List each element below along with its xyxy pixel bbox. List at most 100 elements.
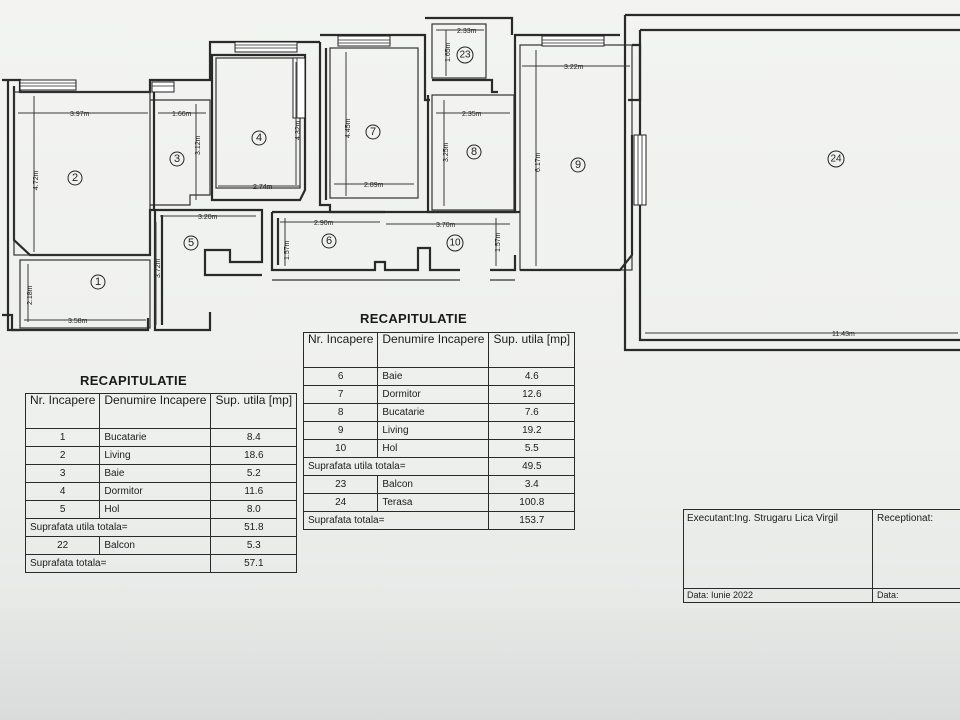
title-block: Executant:Ing. Strugaru Lica Virgil Rece…: [683, 509, 960, 603]
svg-text:2: 2: [72, 172, 78, 184]
cell-nr: 9: [302, 421, 379, 440]
cell-denumire: Bucatarie: [377, 403, 490, 422]
title-block-left: [684, 510, 873, 602]
cell-denumire: Bucatarie: [99, 428, 212, 447]
cell-denumire: Dormitor: [99, 482, 212, 501]
table-row: 2 Living 18.6: [24, 446, 298, 465]
table-row: 5 Hol 8.0: [24, 500, 298, 519]
room-8-label: 8: [466, 144, 482, 160]
room-23-label: 23: [456, 46, 474, 64]
svg-text:9: 9: [575, 159, 581, 171]
cell-denumire: Dormitor: [377, 385, 490, 404]
dim-label: 1.57m: [284, 240, 291, 260]
room-4-label: 4: [251, 130, 267, 146]
room-10-label: 10: [446, 234, 464, 252]
svg-text:3: 3: [174, 153, 180, 165]
cell-denumire: Baie: [99, 464, 212, 483]
table-row: 6 Baie 4.6: [302, 367, 576, 386]
header-denumire: Denumire Incapere: [377, 332, 490, 368]
dim-label: 11.43m: [832, 331, 855, 338]
svg-text:10: 10: [449, 238, 461, 249]
svg-text:7: 7: [370, 126, 376, 138]
dim-label: 6.17m: [535, 152, 542, 172]
cell-sup: 8.4: [210, 428, 298, 447]
dim-label: 3.72m: [155, 258, 162, 278]
dim-label: 2.33m: [457, 28, 477, 35]
right-apartment-walls: [270, 13, 960, 352]
room-numbers: 1 2 3 4 5 6 7 8 9 10 23 24: [67, 46, 845, 290]
dim-label: 4.32m: [295, 120, 302, 140]
title-block-divider: [684, 588, 960, 589]
dim-label: 3.12m: [195, 135, 202, 155]
table-row: 3 Baie 5.2: [24, 464, 298, 483]
svg-text:24: 24: [830, 154, 842, 165]
table-row: 23 Balcon 3.4: [302, 475, 576, 494]
cell-sup: 3.4: [488, 475, 576, 494]
subtotal-value: 51.8: [210, 518, 298, 537]
cell-sup: 19.2: [488, 421, 576, 440]
dim-label: 1.65m: [445, 42, 452, 62]
table-row: 22 Balcon 5.3: [24, 536, 298, 555]
table-row: 4 Dormitor 11.6: [24, 482, 298, 501]
header-sup: Sup. utila [mp]: [488, 332, 576, 368]
cell-denumire: Balcon: [377, 475, 490, 494]
subtotal-row: Suprafata utila totala= 49.5: [302, 457, 576, 476]
cell-nr: 8: [302, 403, 379, 422]
cell-nr: 1: [24, 428, 101, 447]
cell-sup: 11.6: [210, 482, 298, 501]
recap-title-left: RECAPITULATIE: [80, 373, 187, 388]
cell-nr: 2: [24, 446, 101, 465]
svg-text:23: 23: [459, 50, 471, 61]
dim-label: 1.66m: [172, 111, 192, 118]
total-label: Suprafata totala=: [302, 511, 490, 530]
room-6-label: 6: [321, 233, 337, 249]
table-row: 9 Living 19.2: [302, 421, 576, 440]
recap-table-left: Nr. Incapere Denumire Incapere Sup. util…: [24, 393, 298, 573]
cell-denumire: Hol: [377, 439, 490, 458]
dim-label: 2.89m: [364, 182, 384, 189]
dim-label: 3.22m: [564, 64, 584, 71]
cell-sup: 5.2: [210, 464, 298, 483]
room-24-label: 24: [827, 150, 845, 168]
dim-label: 3.97m: [70, 111, 90, 118]
cell-nr: 24: [302, 493, 379, 512]
room-1-label: 1: [90, 274, 106, 290]
cell-sup: 12.6: [488, 385, 576, 404]
room-5-label: 5: [183, 235, 199, 251]
dim-label: 3.20m: [198, 214, 218, 221]
table-header: Nr. Incapere Denumire Incapere Sup. util…: [302, 332, 576, 368]
cell-nr: 22: [24, 536, 101, 555]
recap-table-right: Nr. Incapere Denumire Incapere Sup. util…: [302, 332, 576, 530]
dim-label: 3.25m: [443, 142, 450, 162]
svg-text:1: 1: [95, 276, 101, 288]
total-label: Suprafata totala=: [24, 554, 212, 573]
total-value: 153.7: [488, 511, 576, 530]
cell-nr: 5: [24, 500, 101, 519]
dim-label: 1.57m: [495, 232, 502, 252]
table-row: 10 Hol 5.5: [302, 439, 576, 458]
room-9-label: 9: [570, 157, 586, 173]
dim-label: 2.74m: [253, 184, 273, 191]
date-left: Data: Iunie 2022: [687, 590, 754, 600]
header-nr: Nr. Incapere: [302, 332, 379, 368]
cell-sup: 4.6: [488, 367, 576, 386]
header-denumire: Denumire Incapere: [99, 393, 212, 429]
executant-label: Executant:Ing. Strugaru Lica Virgil: [687, 513, 839, 524]
dim-label: 2.18m: [27, 285, 34, 305]
svg-text:5: 5: [188, 237, 194, 249]
total-row: Suprafata totala= 153.7: [302, 511, 576, 530]
header-nr: Nr. Incapere: [24, 393, 101, 429]
cell-denumire: Hol: [99, 500, 212, 519]
table-row: 7 Dormitor 12.6: [302, 385, 576, 404]
date-right: Data:: [877, 590, 899, 600]
dim-label: 3.70m: [436, 222, 456, 229]
dimension-lines: [18, 29, 958, 334]
cell-denumire: Living: [377, 421, 490, 440]
svg-text:4: 4: [256, 132, 262, 144]
cell-nr: 4: [24, 482, 101, 501]
dim-label: 4.45m: [345, 118, 352, 138]
cell-nr: 10: [302, 439, 379, 458]
table-row: 8 Bucatarie 7.6: [302, 403, 576, 422]
cell-denumire: Balcon: [99, 536, 212, 555]
